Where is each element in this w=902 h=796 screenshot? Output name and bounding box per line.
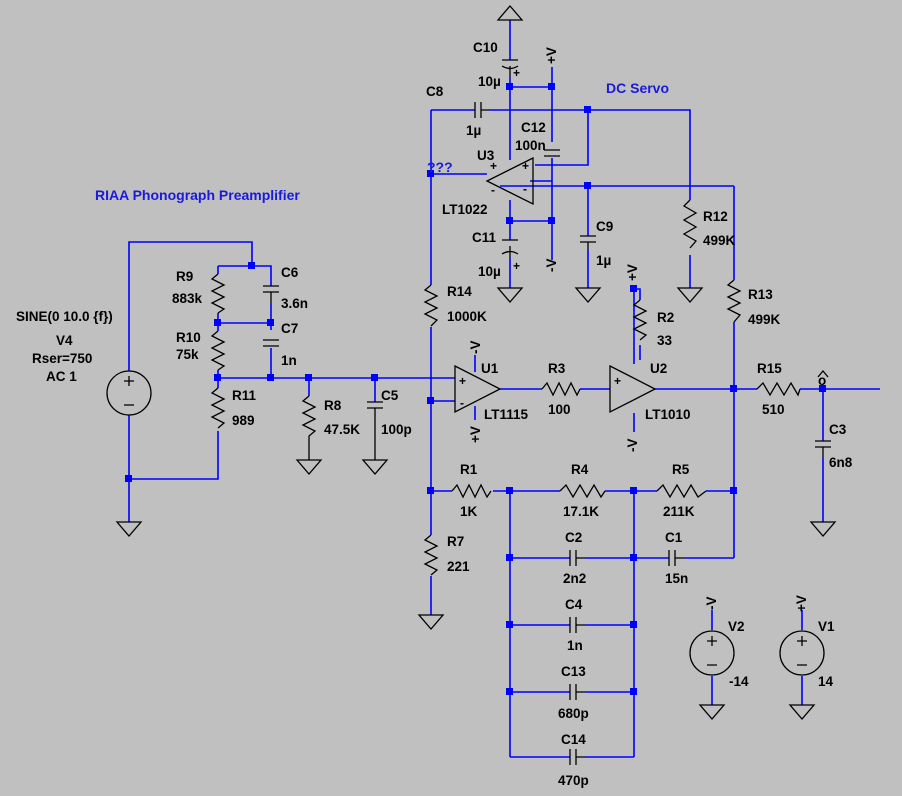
u1-name: U1 [481, 361, 499, 376]
r9-value: 883k [172, 291, 203, 306]
u2-vpos-net: +V [625, 264, 640, 281]
u3-plus-sign: + [490, 159, 497, 173]
c12-value: 100n [515, 138, 546, 153]
riaa-title: RIAA Phonograph Preamplifier [95, 187, 300, 203]
r12-value: 499K [703, 233, 736, 248]
r5-value: 211K [663, 504, 695, 519]
r1-value: 1K [460, 504, 478, 519]
u1-minus-sign: - [460, 396, 464, 410]
r3-name: R3 [548, 361, 566, 376]
r11-value: 989 [232, 413, 255, 428]
c6-value: 3.6n [281, 296, 308, 311]
c2-name: C2 [565, 530, 582, 545]
v4-name: V4 [56, 333, 73, 348]
dc-servo-title: DC Servo [606, 80, 669, 96]
v4-spec: SINE(0 10.0 {f}) [16, 309, 113, 324]
r4-value: 17.1K [563, 504, 599, 519]
c10-value: 10µ [478, 74, 501, 89]
c10-plus-sign: + [513, 66, 520, 80]
c1-name: C1 [665, 530, 683, 545]
c7-name: C7 [281, 321, 298, 336]
v1-name: V1 [818, 619, 835, 634]
component-symbols [106, 5, 837, 765]
c11-plus-sign: + [513, 259, 520, 273]
r12-name: R12 [703, 209, 728, 224]
r1-name: R1 [460, 462, 478, 477]
r15-name: R15 [757, 361, 782, 376]
u2-plus-sign: + [614, 374, 621, 388]
u3-vneg-net: -V [544, 259, 559, 273]
u3-name: U3 [477, 148, 495, 163]
c4-name: C4 [565, 597, 583, 612]
r2-name: R2 [657, 310, 674, 325]
r15-value: 510 [762, 402, 785, 417]
u2-part: LT1010 [645, 407, 691, 422]
v4-ac: AC 1 [46, 369, 77, 384]
c3-name: C3 [829, 422, 847, 437]
u2-name: U2 [650, 361, 667, 376]
r9-name: R9 [176, 269, 193, 284]
c9-name: C9 [596, 219, 613, 234]
v1-value: 14 [818, 674, 834, 689]
u2-vneg-net: -V [625, 439, 640, 453]
r8-name: R8 [324, 398, 342, 413]
v1-net: +V [794, 595, 809, 612]
v2-name: V2 [728, 619, 745, 634]
c14-name: C14 [561, 732, 586, 747]
r13-name: R13 [748, 287, 773, 302]
v2-net: -V [704, 597, 719, 611]
r10-name: R10 [176, 330, 201, 345]
c13-name: C13 [561, 664, 586, 679]
c5-value: 100p [381, 422, 412, 437]
c8-value: 1µ [466, 123, 481, 138]
c7-value: 1n [281, 353, 297, 368]
r4-name: R4 [571, 462, 589, 477]
unknown-node-label: ??? [427, 159, 453, 175]
c9-value: 1µ [596, 253, 611, 268]
c11-value: 10µ [478, 264, 501, 279]
c10-name: C10 [473, 40, 498, 55]
r10-value: 75k [176, 347, 199, 362]
r7-value: 221 [447, 559, 470, 574]
c13-value: 680p [558, 706, 589, 721]
r11-name: R11 [232, 388, 257, 403]
c3-value: 6n8 [829, 455, 853, 470]
u3-plus-pin-sign: + [522, 159, 529, 173]
r7-name: R7 [447, 534, 464, 549]
r3-value: 100 [548, 402, 571, 417]
c4-value: 1n [567, 638, 583, 653]
c11-name: C11 [472, 230, 497, 245]
c1-value: 15n [665, 571, 688, 586]
c8-name: C8 [426, 84, 444, 99]
u3-minus-pin-sign: - [523, 182, 527, 196]
r5-name: R5 [672, 462, 690, 477]
u3-vpos-net: +V [544, 47, 559, 64]
r8-value: 47.5K [324, 422, 360, 437]
u1-vneg-net: -V [468, 341, 483, 355]
output-node-label: o [818, 373, 826, 388]
u1-plus-sign: + [459, 374, 466, 388]
c5-name: C5 [381, 388, 399, 403]
r2-value: 33 [657, 333, 673, 348]
r14-value: 1000K [447, 309, 487, 324]
c2-value: 2n2 [563, 571, 586, 586]
v4-rser: Rser=750 [32, 351, 92, 366]
r14-name: R14 [447, 284, 472, 299]
c6-name: C6 [281, 265, 299, 280]
c14-value: 470p [558, 773, 589, 788]
u3-part: LT1022 [442, 202, 488, 217]
r13-value: 499K [748, 312, 781, 327]
u1-part: LT1115 [484, 407, 529, 422]
v2-value: -14 [729, 674, 749, 689]
u1-vpos-net: +V [468, 426, 483, 443]
c12-name: C12 [521, 120, 546, 135]
u3-minus-sign: - [491, 183, 495, 197]
junctions [125, 83, 826, 695]
